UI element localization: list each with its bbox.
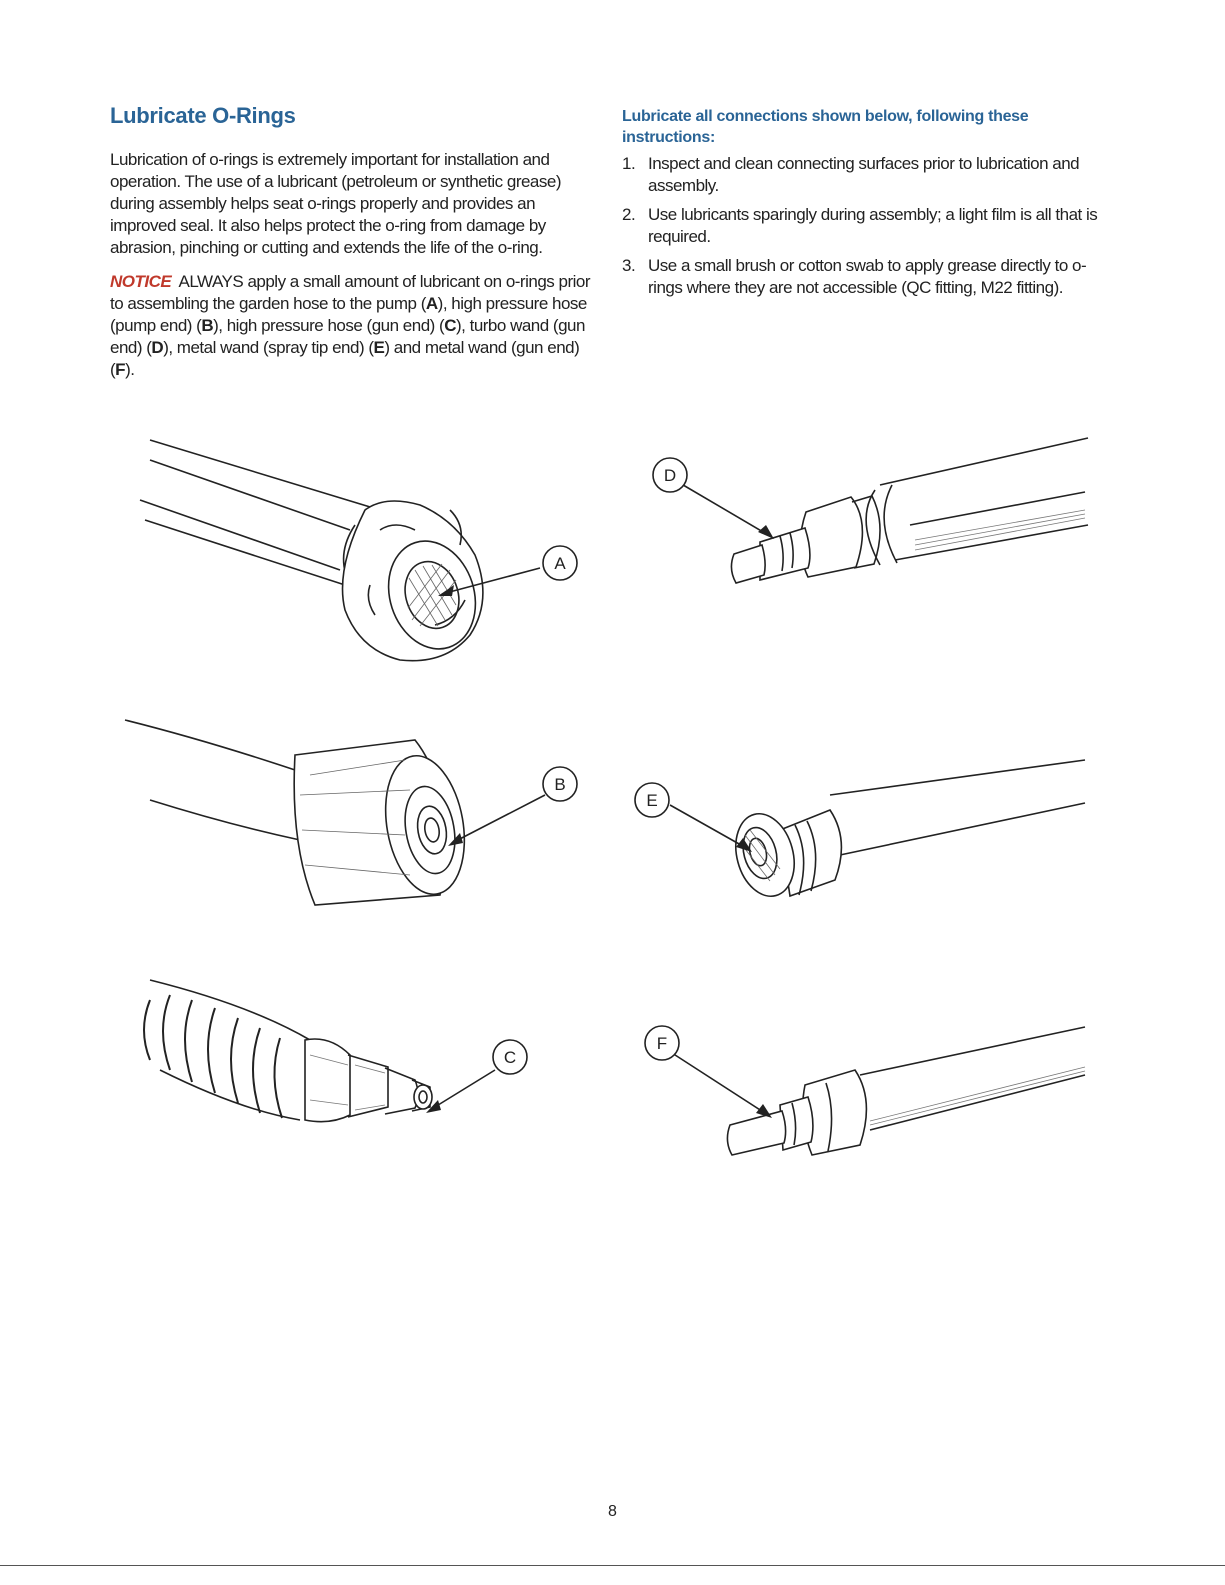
garden-hose-fitting-illustration: A xyxy=(139,439,578,662)
notice-text-1: ALWAYS apply a small amount of lubricant… xyxy=(110,272,591,313)
ref-c: C xyxy=(444,316,456,335)
figure-b-high-pressure-hose-pump-end: B xyxy=(120,700,600,960)
callout-label-f: F xyxy=(657,1034,667,1053)
step-number: 1. xyxy=(622,154,636,173)
left-column: Lubricate O-Rings Lubrication of o-rings… xyxy=(110,103,591,393)
notice-text-6: ) and metal wand (gun end) ( xyxy=(110,338,580,379)
notice-paragraph: NOTICE ALWAYS apply a small amount of lu… xyxy=(110,271,591,381)
callout-label-a: A xyxy=(554,554,566,573)
ref-e: E xyxy=(373,338,385,357)
ref-f: F xyxy=(115,360,126,379)
notice-text-3: ), high pressure hose (gun end) ( xyxy=(213,316,445,335)
metal-wand-gun-end-illustration: F xyxy=(644,1025,1086,1156)
intro-paragraph: Lubrication of o-rings is extremely impo… xyxy=(110,150,562,257)
step-text: Inspect and clean connecting surfaces pr… xyxy=(648,154,1080,195)
step-2: 2. Use lubricants sparingly during assemb… xyxy=(622,204,1112,248)
bottom-rule xyxy=(0,1565,1225,1566)
spray-tip-fitting-illustration: E xyxy=(634,759,1086,898)
notice-text-2: ), high pressure hose (pump end) ( xyxy=(110,294,587,335)
ref-d: D xyxy=(151,338,164,357)
page-number: 8 xyxy=(608,1503,617,1520)
right-column: Lubricate all connections shown below, f… xyxy=(622,106,1112,306)
section-title: Lubricate O-Rings xyxy=(110,103,296,128)
callout-label-c: C xyxy=(504,1048,516,1067)
figure-c-high-pressure-hose-gun-end: C xyxy=(120,960,600,1220)
notice-text-7: ). xyxy=(125,360,135,379)
figure-f-metal-wand-gun-end: F xyxy=(630,1015,1110,1275)
figure-d-turbo-wand-gun-end: D xyxy=(630,430,1110,690)
step-number: 2. xyxy=(622,205,636,224)
step-text: Use a small brush or cotton swab to appl… xyxy=(648,256,1087,297)
ref-a: A xyxy=(425,294,438,313)
callout-label-b: B xyxy=(554,775,565,794)
pump-end-fitting-illustration: B xyxy=(124,719,578,906)
figure-e-metal-wand-spray-tip-end: E xyxy=(630,745,1110,1005)
callout-label-e: E xyxy=(646,791,657,810)
notice-text-5: ), metal wand (spray tip end) ( xyxy=(163,338,374,357)
turbo-wand-fitting-illustration: D xyxy=(652,437,1089,584)
instructions-heading: Lubricate all connections shown below, f… xyxy=(622,108,1029,146)
step-1: 1. Inspect and clean connecting surfaces … xyxy=(622,153,1112,197)
step-3: 3. Use a small brush or cotton swab to ap… xyxy=(622,255,1112,299)
ref-b: B xyxy=(201,316,214,335)
callout-label-d: D xyxy=(664,466,676,485)
notice-text-4: ), turbo wand (gun end) ( xyxy=(110,316,585,357)
step-number: 3. xyxy=(622,256,636,275)
instruction-steps: 1. Inspect and clean connecting surfaces … xyxy=(622,153,1112,299)
gun-end-hose-fitting-illustration: C xyxy=(143,979,528,1123)
step-text: Use lubricants sparingly during assembly… xyxy=(648,205,1098,246)
notice-label: NOTICE xyxy=(110,272,172,291)
figure-a-garden-hose-fitting: A xyxy=(120,430,600,690)
